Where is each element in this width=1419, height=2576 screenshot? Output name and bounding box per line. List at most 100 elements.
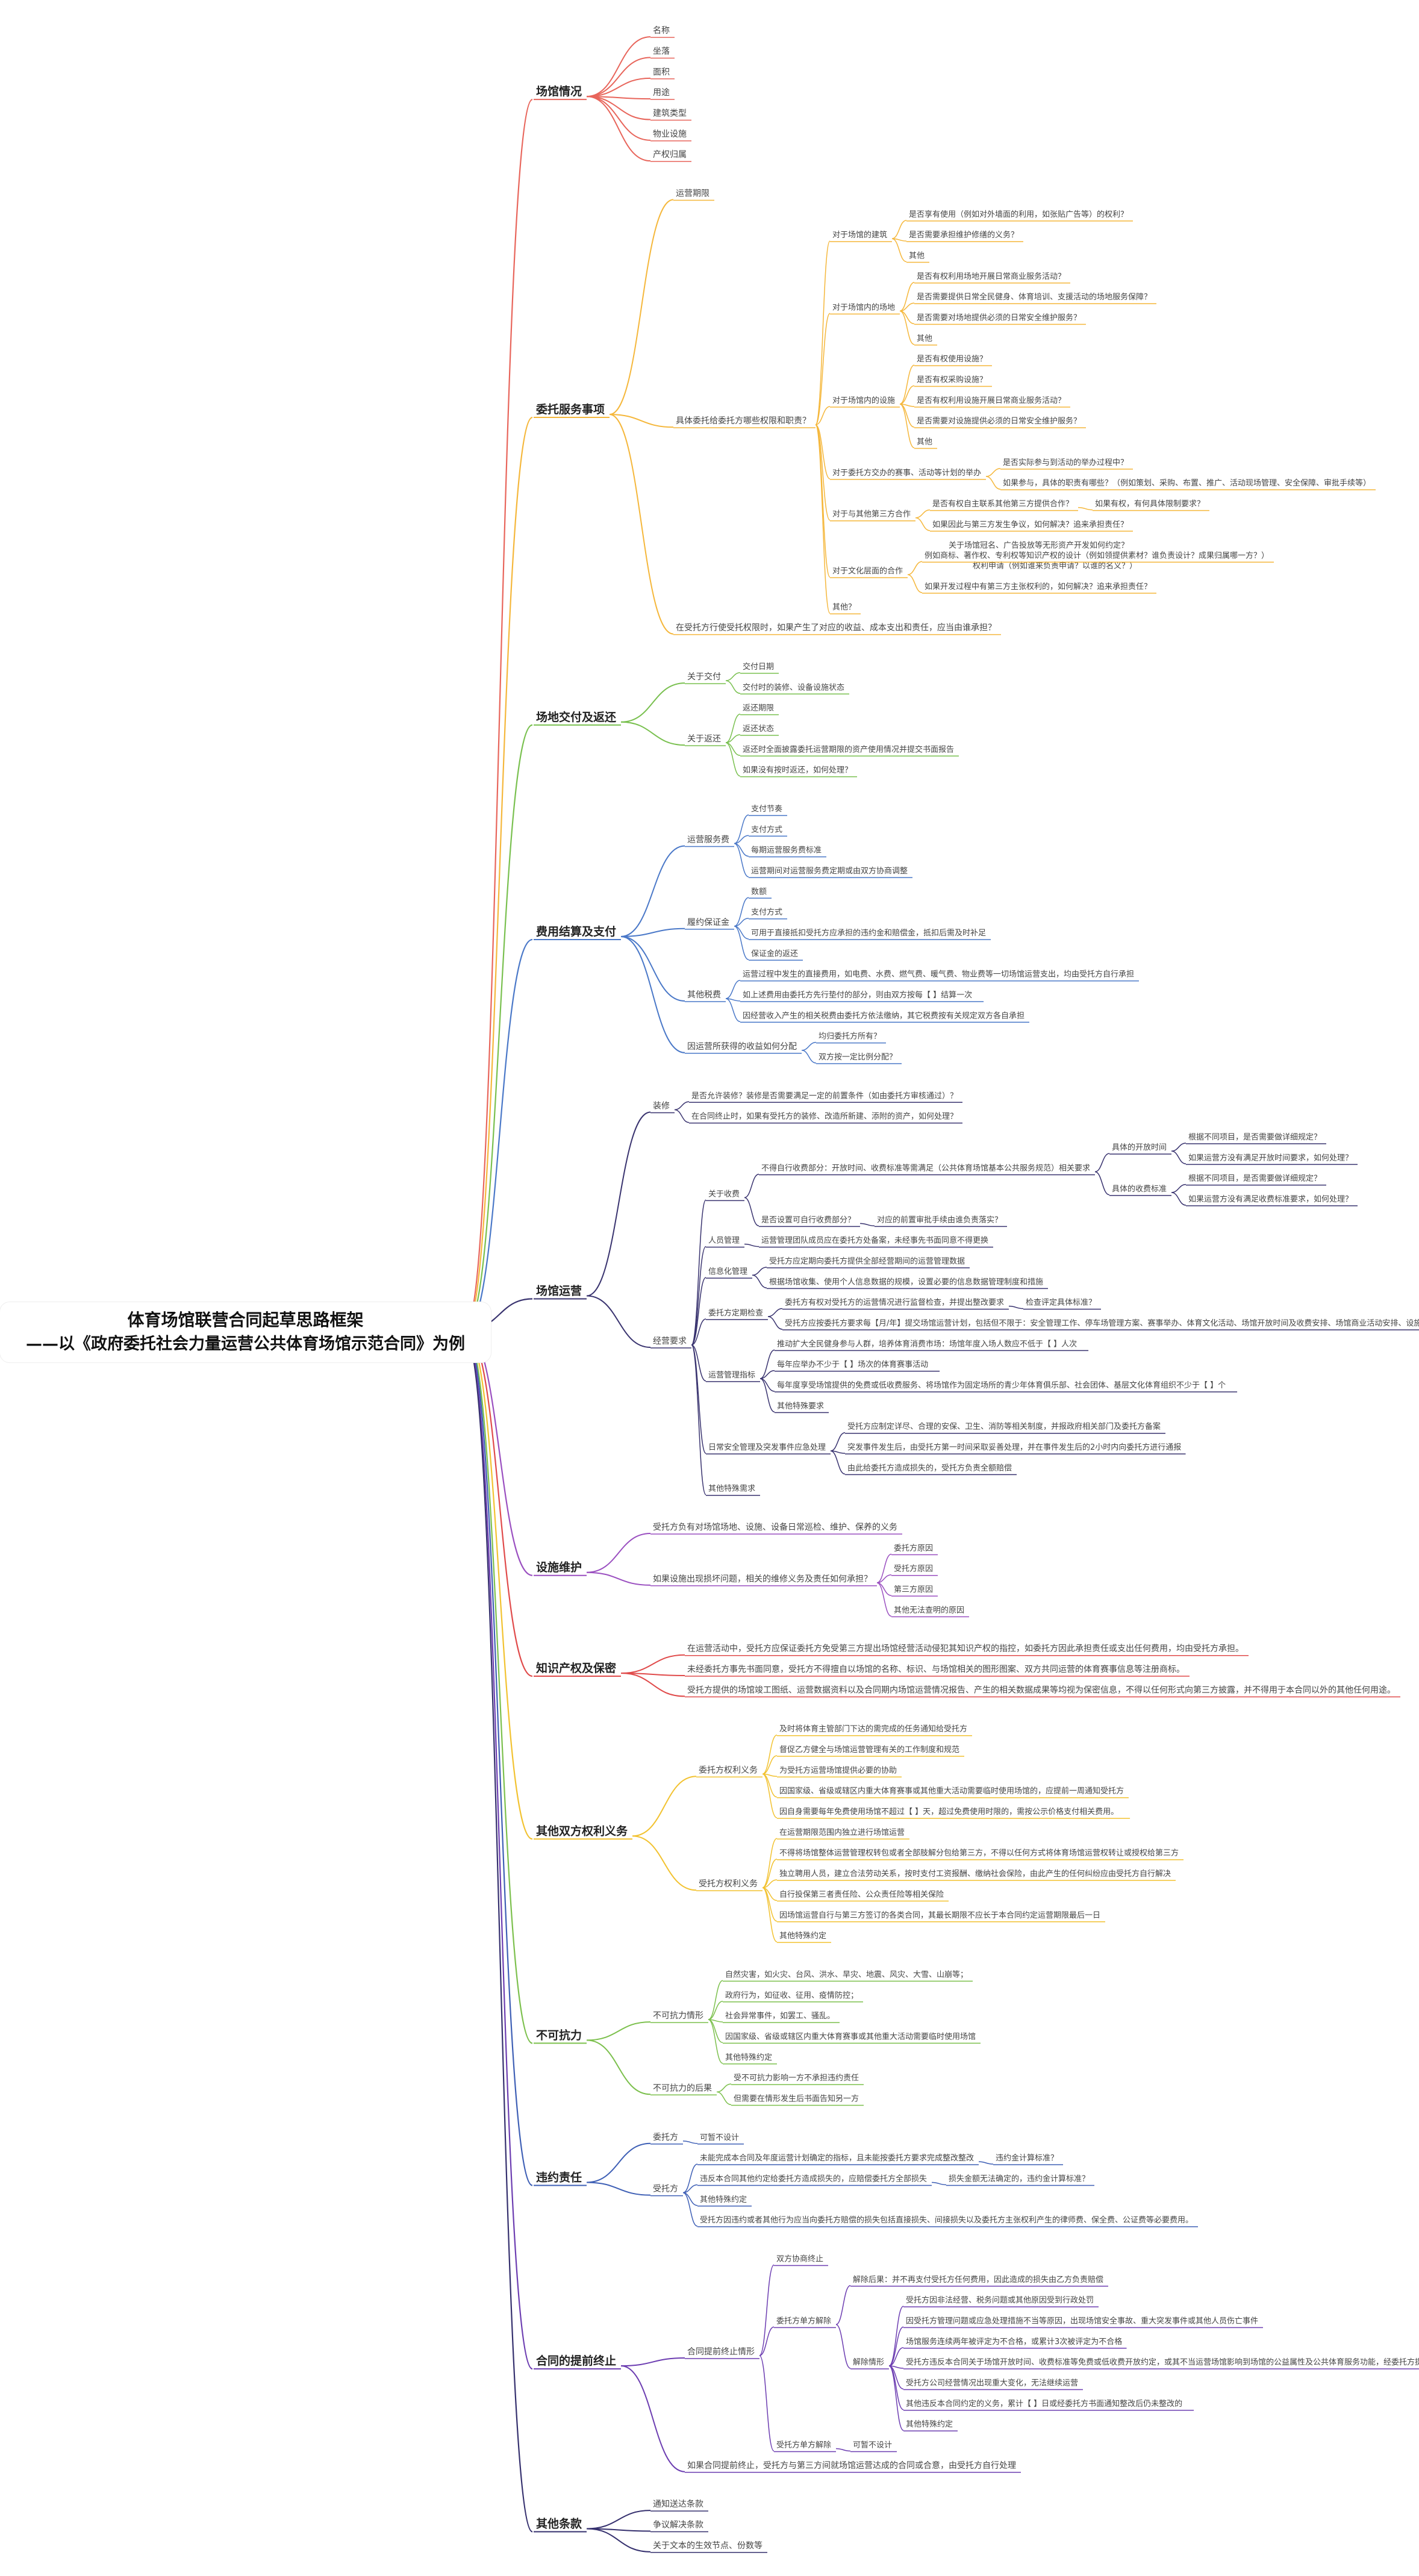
topic-node[interactable]: 委托方有权对受托方的运营情况进行监督检查，并提出整改要求: [785, 1298, 1004, 1308]
topic-node[interactable]: 如果运营方没有满足收费标准要求，如何处理？: [1188, 1194, 1353, 1204]
topic-node[interactable]: 双方按一定比例分配？: [819, 1052, 897, 1062]
topic-node[interactable]: 返还状态: [743, 725, 774, 734]
topic-node[interactable]: 为受托方运营场馆提供必要的协助: [779, 1765, 897, 1775]
topic-node[interactable]: 是否有权采购设施？: [917, 375, 987, 385]
topic-node[interactable]: 面积: [653, 67, 670, 77]
topic-node[interactable]: 因场馆运营自行与第三方签订的各类合同，其最长期限不应长于本合同约定运营期限最后一…: [779, 1910, 1100, 1920]
topic-node[interactable]: 双方协商终止: [776, 2254, 823, 2263]
topic-node[interactable]: 其他？: [832, 603, 856, 612]
topic-node[interactable]: 信息化管理: [708, 1267, 747, 1276]
topic-node[interactable]: 可用于直接抵扣受托方应承担的违约金和赔偿金，抵扣后需及时补足: [751, 928, 986, 938]
topic-node[interactable]: 不可抗力的后果: [653, 2083, 712, 2093]
topic-node[interactable]: 如果设施出现损坏问题，相关的维修义务及责任如何承担？: [653, 1574, 872, 1584]
topic-node[interactable]: 是否需要承担维护修缮的义务？: [909, 230, 1018, 240]
topic-node[interactable]: 人员管理: [708, 1237, 740, 1246]
topic-node[interactable]: 在运营活动中，受托方应保证委托方免受第三方提出场馆经营活动侵犯其知识产权的指控，…: [687, 1644, 1244, 1654]
branch-topic[interactable]: 委托服务事项: [535, 402, 605, 416]
topic-node[interactable]: 建筑类型: [653, 109, 687, 119]
topic-node[interactable]: 委托方定期检查: [708, 1308, 763, 1318]
branch-topic[interactable]: 场地交付及返还: [536, 710, 617, 724]
topic-node[interactable]: 委托方权利义务: [699, 1765, 758, 1775]
topic-node[interactable]: 具体委托给委托方哪些权限和职责？: [676, 416, 811, 426]
topic-node[interactable]: 可暂不设计: [700, 2133, 739, 2142]
topic-node[interactable]: 受托方提供的场馆竣工图纸、运营数据资料以及合同期内场馆运营情况报告、产生的相关数…: [687, 1685, 1396, 1695]
topic-node[interactable]: 如上述费用由委托方先行垫付的部分，则由双方按每【 】结算一次: [743, 990, 972, 1000]
topic-node[interactable]: 对于场馆内的设施: [832, 396, 895, 405]
topic-node[interactable]: 产权归属: [653, 149, 687, 160]
topic-node[interactable]: 解除后果：并不再支付受托方任何费用，因此造成的损失由乙方负责赔偿: [853, 2275, 1103, 2284]
topic-node[interactable]: 如果参与，具体的职责有哪些？（例如策划、采购、布置、推广、活动现场管理、安全保障…: [1003, 478, 1371, 488]
topic-node[interactable]: 因经营收入产生的相关税费由委托方依法缴纳，其它税费按有关规定双方各自承担: [743, 1011, 1024, 1020]
topic-node[interactable]: 如果开发过程中有第三方主张权利的，如何解决？追来承担责任？: [925, 582, 1152, 591]
topic-node[interactable]: 推动扩大全民健身参与人群，培养体育消费市场：场馆年度入场人数应不低于【 】人次: [777, 1339, 1077, 1349]
topic-node[interactable]: 是否设置可自行收费部分？: [761, 1215, 855, 1224]
topic-node[interactable]: 争议解决条款: [653, 2519, 703, 2530]
topic-node[interactable]: 是否允许装修？装修是否需要满足一定的前置条件（如由委托方审核通过）？: [691, 1091, 958, 1100]
topic-node[interactable]: 合同提前终止情形: [687, 2347, 755, 2357]
topic-node[interactable]: 政府行为，如征收、征用、疫情防控；: [725, 1991, 858, 2000]
topic-node[interactable]: 受托方原因: [894, 1564, 933, 1574]
topic-node[interactable]: 解除情形: [853, 2358, 884, 2367]
topic-node[interactable]: 受托方因违约或者其他行为应当向委托方赔偿的损失包括直接损失、间接损失以及委托方主…: [700, 2215, 1193, 2225]
topic-node[interactable]: 关于返还: [687, 734, 721, 744]
topic-node[interactable]: 受托方权利义务: [699, 1879, 758, 1889]
topic-node[interactable]: 是否有权使用设施？: [917, 354, 987, 364]
topic-node[interactable]: 在运营期限范围内独立进行场馆运营: [779, 1827, 905, 1837]
topic-node[interactable]: 受托方负有对场馆场地、设施、设备日常巡检、维护、保养的义务: [653, 1522, 897, 1532]
topic-node[interactable]: 委托方单方解除: [776, 2316, 831, 2325]
topic-node[interactable]: 每期运营服务费标准: [751, 846, 822, 855]
topic-node[interactable]: 但需要在情形发生后书面告知另一方: [734, 2094, 859, 2103]
topic-node[interactable]: 履约保证金: [687, 918, 729, 928]
topic-node[interactable]: 对于委托方交办的赛事、活动等计划的举办: [832, 468, 981, 478]
topic-node[interactable]: 运营服务费: [687, 835, 729, 844]
topic-node[interactable]: 受不可抗力影响一方不承担违约责任: [734, 2073, 859, 2083]
topic-node[interactable]: 其他特殊要求: [777, 1402, 824, 1411]
topic-node[interactable]: 如果合同提前终止，受托方与第三方间就场馆运营达成的合同或合意，由受托方自行处理: [687, 2460, 1016, 2471]
topic-node[interactable]: 第三方原因: [894, 1585, 933, 1594]
topic-node[interactable]: 场馆服务连续两年被评定为不合格，或累计3次被评定为不合格: [906, 2337, 1122, 2347]
topic-node[interactable]: 经营要求: [653, 1336, 687, 1346]
topic-node[interactable]: 支付方式: [751, 825, 782, 834]
topic-node[interactable]: 其他税费: [687, 990, 721, 1000]
topic-node[interactable]: 支付节奏: [751, 805, 782, 814]
topic-node[interactable]: 由此给委托方造成损失的，受托方负责全额赔偿: [847, 1463, 1012, 1473]
branch-topic[interactable]: 场馆运营: [536, 1284, 582, 1298]
topic-node[interactable]: 受托方: [653, 2185, 678, 2194]
topic-node[interactable]: 其他: [909, 252, 925, 261]
topic-node[interactable]: 通知送达条款: [653, 2499, 703, 2509]
topic-node[interactable]: 物业设施: [653, 129, 687, 139]
topic-node[interactable]: 其他特殊约定: [700, 2195, 747, 2204]
branch-topic[interactable]: 不可抗力: [536, 2028, 582, 2042]
branch-topic[interactable]: 其他条款: [536, 2516, 582, 2530]
topic-node[interactable]: 名称: [653, 26, 670, 36]
topic-node[interactable]: 对于与其他第三方合作: [832, 510, 911, 519]
topic-node[interactable]: 及时将体育主管部门下达的需完成的任务通知给受托方: [779, 1724, 967, 1734]
topic-node[interactable]: 是否实际参与到活动的举办过程中？: [1003, 458, 1128, 467]
topic-node[interactable]: 突发事件发生后，由受托方第一时间采取妥善处理，并在事件发生后的2小时内向委托方进…: [847, 1442, 1181, 1452]
topic-node[interactable]: 其他违反本合同约定的义务，累计【 】日或经委托方书面通知整改后仍未整改的: [906, 2399, 1182, 2409]
topic-node[interactable]: 装修: [653, 1101, 670, 1111]
topic-node[interactable]: 用途: [653, 87, 670, 98]
topic-node[interactable]: 如果有权，有何具体限制要求？: [1095, 499, 1205, 509]
topic-node[interactable]: 受托方公司经营情况出现重大变化，无法继续运营: [906, 2378, 1078, 2387]
root-topic[interactable]: 体育场馆联营合同起草思路框架 ——以《政府委托社会力量运营公共体育场馆示范合同》…: [0, 1302, 491, 1362]
topic-node[interactable]: 受托方单方解除: [776, 2440, 831, 2450]
topic-node[interactable]: 对于场馆内的场地: [832, 302, 895, 312]
branch-topic[interactable]: 场馆情况: [536, 84, 582, 98]
topic-node[interactable]: 均归委托方所有？: [819, 1032, 881, 1041]
topic-node[interactable]: 具体的开放时间: [1112, 1143, 1167, 1152]
topic-node[interactable]: 运营管理指标: [708, 1371, 755, 1380]
topic-node[interactable]: 运营期间对运营服务费定期或由双方协商调整: [751, 866, 908, 876]
topic-node[interactable]: 运营管理团队成员应在委托方处备案，未经事先书面同意不得更换: [761, 1236, 988, 1246]
topic-node[interactable]: 交付时的装修、设备设施状态: [743, 682, 844, 692]
topic-node[interactable]: 是否享有使用（例如对外墙面的利用，如张贴广告等）的权利？: [909, 210, 1128, 219]
topic-node[interactable]: 运营期限: [676, 189, 710, 199]
topic-node[interactable]: 受托方应制定详尽、合理的安保、卫生、消防等相关制度，并报政府相关部门及委托方备案: [847, 1422, 1161, 1432]
topic-node[interactable]: 不可抗力情形: [653, 2011, 703, 2021]
topic-node[interactable]: 具体的收费标准: [1112, 1184, 1167, 1194]
topic-node[interactable]: 损失金额无法确定的，违约金计算标准？: [949, 2174, 1090, 2183]
topic-node[interactable]: 委托方: [653, 2133, 678, 2142]
topic-node[interactable]: 坐落: [653, 47, 670, 57]
topic-node[interactable]: 自行投保第三者责任险、公众责任险等相关保险: [779, 1889, 944, 1899]
topic-node[interactable]: 支付方式: [751, 908, 782, 917]
